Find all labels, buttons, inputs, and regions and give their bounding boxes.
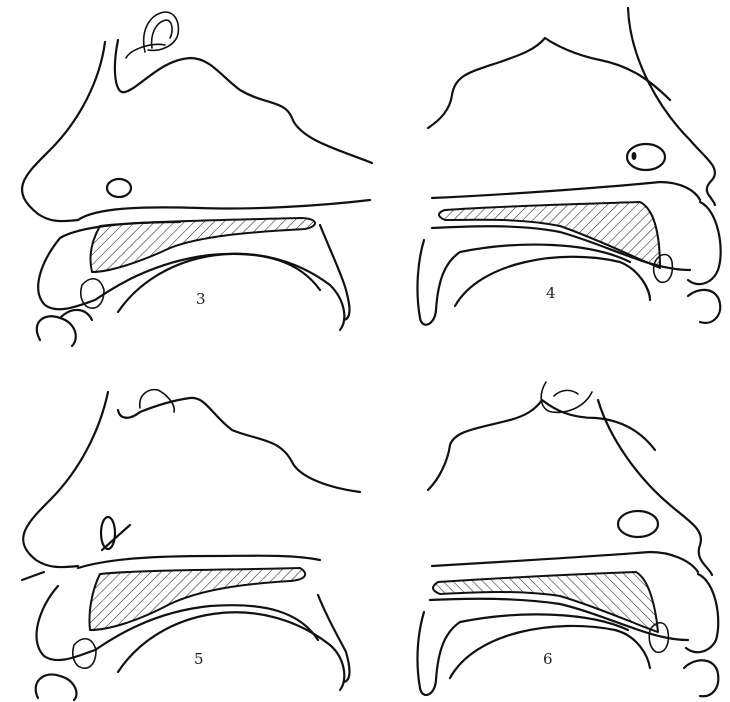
incisor — [81, 279, 104, 308]
cavity-roof — [118, 398, 360, 492]
hard-palate-hatched — [90, 218, 315, 272]
nostril-dot — [632, 152, 637, 160]
nasal-floor — [78, 556, 320, 568]
nasal-floor — [78, 200, 370, 220]
pharynx-curve — [320, 225, 350, 320]
figure-label-6: 6 — [543, 650, 553, 668]
lip-lower — [684, 660, 718, 696]
nasal-floor — [432, 182, 700, 200]
lower-jaw-curve — [118, 612, 344, 690]
figure-4: 4 — [417, 8, 720, 325]
upper-lip — [686, 574, 718, 652]
nose-profile — [22, 42, 105, 221]
figure-5: 5 — [22, 390, 360, 700]
cavity-roof — [115, 40, 372, 163]
sinus-outline — [541, 382, 592, 412]
external-mark — [22, 572, 44, 580]
pharynx-curve — [417, 612, 628, 695]
probe-line — [102, 525, 130, 550]
figure-6: 6 — [417, 382, 718, 696]
nose-profile — [628, 8, 715, 205]
hard-palate-hatched — [89, 568, 305, 630]
sinus-outline-inner — [554, 390, 578, 396]
figure-3: 3 — [22, 12, 372, 346]
figure-label-3: 3 — [196, 290, 206, 308]
lip-lower — [36, 674, 77, 700]
figure-label-5: 5 — [194, 650, 204, 668]
upper-lip — [688, 202, 721, 284]
lip-lower — [688, 290, 720, 323]
lower-jaw-curve — [118, 254, 344, 330]
pharynx-curve — [417, 240, 630, 325]
cavity-roof — [428, 38, 670, 128]
nasal-floor — [432, 552, 698, 572]
cavity-roof — [428, 400, 655, 490]
sinus-outline — [140, 390, 175, 412]
nostril-opening — [618, 511, 658, 537]
figure-label-4: 4 — [546, 284, 556, 302]
nostril-opening — [107, 179, 131, 197]
nose-profile — [598, 400, 712, 575]
lip-lower — [37, 310, 92, 346]
nose-profile — [23, 392, 108, 567]
